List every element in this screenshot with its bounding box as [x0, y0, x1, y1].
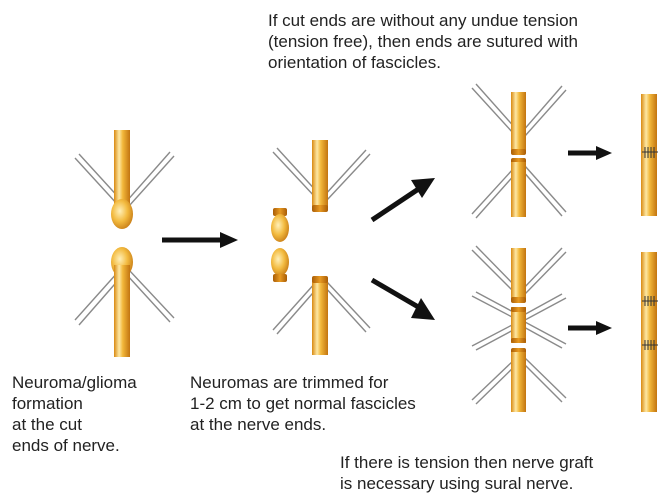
cut-face [511, 297, 526, 303]
arrow-right [162, 232, 238, 248]
repaired-nerve [641, 94, 657, 216]
proximal-nerve-stump [312, 140, 328, 210]
excised-neuroma [271, 208, 289, 242]
caption-neuroma-formation: Neuroma/glioma formation at the cut ends… [12, 372, 137, 456]
distal-nerve-stump [511, 162, 526, 217]
cut-face [511, 149, 526, 155]
distal-nerve-stump [114, 265, 130, 357]
stage-ends-with-nerve-graft [472, 246, 566, 412]
stage-neuroma-formation [75, 130, 174, 357]
arrow-right [568, 321, 612, 335]
caption-nerve-graft: If there is tension then nerve graft is … [340, 452, 593, 494]
neuroma-bulb [111, 199, 133, 229]
arrow-to-nerve-graft [372, 280, 435, 320]
caption-tension-free-repair: If cut ends are without any undue tensio… [268, 10, 578, 73]
sural-nerve-graft [511, 307, 526, 343]
proximal-nerve-stump [511, 248, 526, 300]
stage-neuromas-trimmed [271, 140, 370, 355]
cut-face [312, 276, 328, 283]
caption-neuroma-trimming: Neuromas are trimmed for 1-2 cm to get n… [190, 372, 416, 435]
distal-nerve-stump [312, 280, 328, 355]
stage-ends-ready-direct-repair [472, 84, 566, 218]
proximal-nerve-stump [114, 130, 130, 210]
excised-glioma [271, 248, 289, 282]
cut-face [511, 338, 526, 343]
distal-nerve-stump [511, 352, 526, 412]
stage-sutured-graft [641, 252, 658, 412]
arrow-right [568, 146, 612, 160]
cut-face [312, 205, 328, 212]
repaired-nerve [641, 252, 657, 412]
arrow-to-direct-repair [372, 178, 435, 220]
proximal-nerve-stump [511, 92, 526, 152]
stage-sutured-direct [641, 94, 658, 216]
cut-face [511, 307, 526, 312]
